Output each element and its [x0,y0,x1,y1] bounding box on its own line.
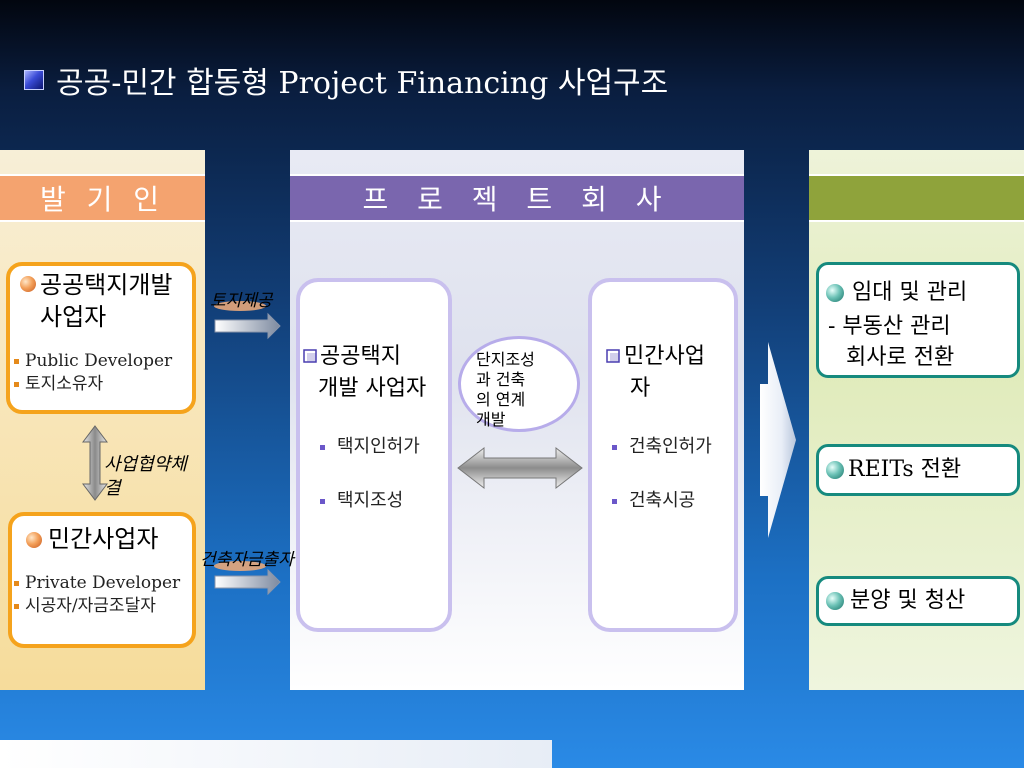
private-developer-title: 민간사업자 [48,525,159,553]
public-land-developer-bullet-2: 택지조성 [320,490,403,512]
box-private-builder [588,278,738,632]
lease-management-line-1: 임대 및 관리 [852,280,968,305]
lease-management-line-2: - 부동산 관리 [828,314,951,339]
agreement-label-1: 사업협약체 [104,454,187,475]
private-builder-title-2: 자 [630,376,651,401]
footer-strip [0,740,552,768]
orb-bullet-icon [826,461,844,479]
lease-management-line-3: 회사로 전환 [846,345,955,370]
public-developer-bullet-1: Public Developer [14,350,172,372]
header-outcome [809,174,1024,222]
private-developer-bullet-2: 시공자/자금조달자 [14,595,156,617]
public-land-developer-bullet-1: 택지인허가 [320,436,420,458]
linked-development-label: 단지조성 과 건축 의 연계 개발 [476,350,535,429]
square-bullet-icon [14,359,19,364]
land-flow-label: 토지제공 [210,291,273,311]
reits-label: REITs 전환 [848,457,962,482]
box-public-developer [6,262,196,414]
square-bullet-icon [612,498,617,504]
private-builder-title-1: 민간사업 [624,344,705,369]
agreement-double-arrow-icon [82,425,108,501]
page-title: 공공-민간 합동형 Project Financing 사업구조 [56,66,669,101]
public-developer-bullet-2: 토지소유자 [14,373,103,395]
header-project-company: 프 로 젝 트 회 사 [290,174,744,222]
title-bullet-icon [24,70,44,90]
public-developer-title-2: 사업자 [40,303,107,331]
public-land-developer-title-1: 공공택지 [320,344,401,369]
box-sale-liquidation [816,576,1020,626]
orb-bullet-icon [26,532,42,548]
public-land-developer-title-2: 개발 사업자 [318,376,427,401]
box-reits [816,444,1020,496]
box-lease-management [816,262,1020,378]
private-builder-bullet-1: 건축인허가 [612,436,712,458]
orb-bullet-icon [20,276,36,292]
private-developer-bullet-1: Private Developer [14,572,180,594]
square-bullet-icon [320,444,325,450]
result-big-arrow-icon [760,342,796,538]
private-builder-bullet-2: 건축시공 [612,490,695,512]
square-bullet-icon [14,581,19,586]
square-bullet-icon [320,498,325,504]
sale-liquidation-label: 분양 및 청산 [850,588,966,613]
public-developer-title-1: 공공택지개발 [40,271,173,299]
linked-development-ellipse [458,336,580,432]
square-bullet-icon [14,604,19,609]
collaboration-double-arrow-icon [457,446,583,490]
orb-bullet-icon [826,592,844,610]
box-public-land-developer [296,278,452,632]
orb-bullet-icon [826,284,844,302]
land-flow-arrow-icon [214,301,281,340]
square-bullet-icon [612,444,617,450]
checkbox-bullet-icon [606,349,620,363]
funding-flow-arrow-icon [214,561,281,596]
checkbox-bullet-icon [303,349,317,363]
agreement-label-2: 결 [104,478,121,499]
square-bullet-icon [14,382,19,387]
header-sponsor: 발 기 인 [0,174,205,222]
funding-flow-label: 건축자금출자 [200,550,294,570]
